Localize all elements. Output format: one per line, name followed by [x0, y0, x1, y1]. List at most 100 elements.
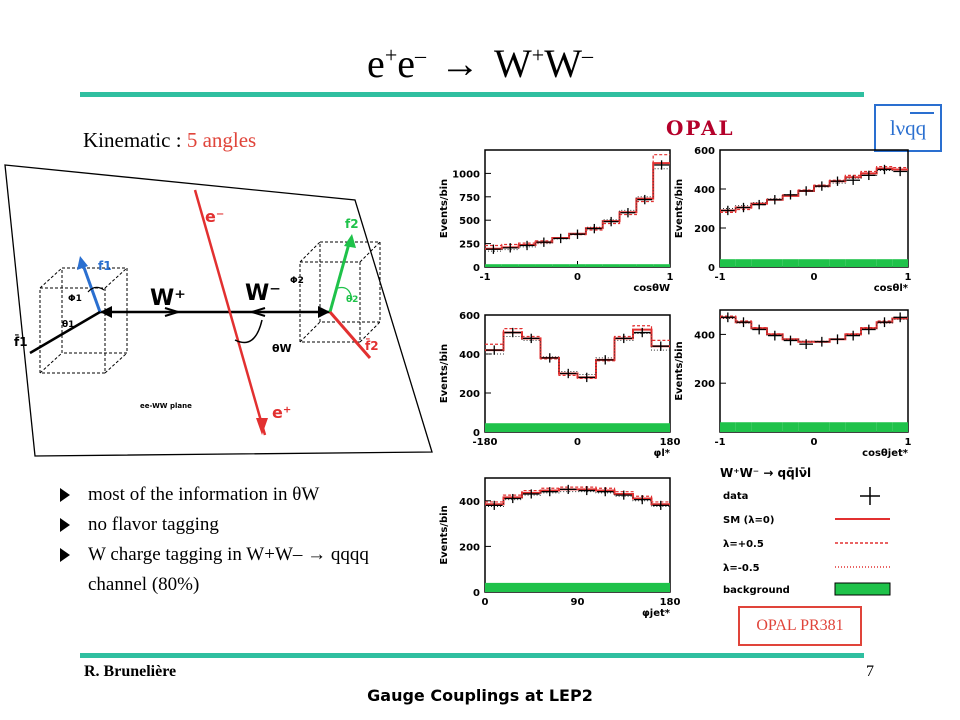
- x-tick-label: 0: [574, 437, 581, 448]
- background-bin: [651, 582, 670, 592]
- title-rule: [80, 92, 864, 97]
- background-bin: [651, 423, 670, 432]
- bullet-item: W charge tagging in W+W– → qqqq: [60, 540, 369, 570]
- y-axis-label: Events/bin: [439, 179, 450, 238]
- background-bin: [829, 422, 846, 432]
- histogram-series: [720, 169, 908, 209]
- background-bin: [485, 582, 504, 592]
- background-bin: [751, 259, 767, 267]
- background-bin: [845, 259, 861, 267]
- y-axis-label: Events/bin: [674, 341, 685, 400]
- f2-arrow: [328, 239, 352, 313]
- e-plus-label: e⁺: [272, 403, 291, 422]
- legend-label-data: data: [723, 491, 748, 502]
- background-bin: [559, 582, 578, 592]
- legend-label-background: background: [723, 585, 790, 596]
- background-bin: [633, 582, 652, 592]
- background-bin: [814, 422, 830, 432]
- background-bin: [861, 422, 877, 432]
- background-bin: [892, 422, 908, 432]
- legend-label-plus: λ=+0.5: [723, 539, 764, 550]
- background-bin: [619, 264, 637, 267]
- background-bin: [751, 422, 767, 432]
- f2-label: f2: [345, 217, 359, 231]
- background-bin: [569, 264, 586, 267]
- background-bin: [577, 582, 596, 592]
- legend-label-sm: SM (λ=0): [723, 515, 774, 526]
- x-tick-label: -1: [714, 272, 725, 283]
- background-bin: [540, 582, 559, 592]
- w-minus-label: W⁻: [245, 281, 281, 306]
- histogram-series: [720, 318, 908, 342]
- x-tick-label: 1: [667, 272, 674, 283]
- background-bin: [876, 422, 893, 432]
- theta1-arc: [87, 286, 105, 293]
- footer-rule: [80, 653, 864, 658]
- author: R. Brunelière: [84, 663, 177, 680]
- background-bin: [814, 259, 830, 267]
- background-bin: [735, 259, 752, 267]
- background-bin: [522, 582, 541, 592]
- x-tick-label: 180: [660, 597, 681, 608]
- f1bar-label: f̄1: [14, 334, 28, 349]
- background-bin: [767, 259, 783, 267]
- background-bin: [518, 264, 536, 267]
- y-tick-label: 200: [694, 224, 715, 235]
- y-tick-label: 200: [694, 379, 715, 390]
- plane-label: ee-WW plane: [140, 402, 192, 410]
- w-plus-direction-icon: [164, 307, 182, 317]
- page-number: 7: [866, 663, 874, 680]
- background-bin: [596, 423, 615, 432]
- bullet-item: no flavor tagging: [60, 510, 369, 540]
- f1-arrow: [80, 261, 102, 313]
- phi1-label: Φ1: [68, 294, 82, 304]
- histogram-series: [485, 325, 670, 379]
- background-bin: [782, 422, 799, 432]
- y-tick-label: 200: [459, 542, 480, 553]
- theta2-label: θ2: [346, 295, 358, 305]
- w-plus-label: W⁺: [150, 286, 186, 311]
- background-bin: [633, 423, 652, 432]
- background-bin: [636, 264, 654, 267]
- legend: W⁺W⁻ → qq̄lν̄l data SM (λ=0) λ=+0.5 λ=-0…: [720, 466, 891, 596]
- y-tick-label: 600: [694, 146, 715, 157]
- histogram-series: [720, 165, 908, 213]
- x-tick-label: 1: [905, 272, 912, 283]
- y-tick-label: 750: [459, 193, 480, 204]
- histogram-series: [485, 154, 670, 247]
- x-axis-label: cosθjet*: [862, 448, 909, 459]
- bullet-triangle-icon: [60, 518, 70, 532]
- x-tick-label: 180: [660, 437, 681, 448]
- histogram-series: [485, 333, 670, 375]
- background-bin: [540, 423, 559, 432]
- y-tick-label: 400: [459, 497, 480, 508]
- y-tick-label: 0: [473, 588, 480, 599]
- plot-frame: [484, 149, 671, 268]
- histogram-series: [485, 491, 670, 507]
- background-bin: [782, 259, 799, 267]
- histogram-series: [485, 168, 670, 252]
- x-axis-label: φl*: [654, 448, 671, 459]
- e-minus-label: e⁻: [205, 207, 224, 226]
- y-axis-label: Events/bin: [674, 179, 685, 238]
- x-tick-label: -180: [472, 437, 497, 448]
- background-bin: [798, 422, 814, 432]
- legend-title: W⁺W⁻ → qq̄lν̄l: [720, 466, 811, 480]
- background-bin: [485, 264, 502, 267]
- x-tick-label: 90: [571, 597, 585, 608]
- left-frame-box: [39, 267, 128, 374]
- background-bin: [501, 264, 519, 267]
- theta1-label: θ1: [62, 320, 74, 330]
- x-tick-label: -1: [479, 272, 490, 283]
- slide-title: e+e–→W+W–: [367, 41, 593, 86]
- background-bin: [720, 422, 736, 432]
- opal-label: OPAL: [666, 116, 735, 140]
- y-tick-label: 200: [459, 389, 480, 400]
- background-bin: [577, 423, 596, 432]
- f1-label: f1: [98, 259, 112, 273]
- background-bin: [535, 264, 553, 267]
- f2bar-label: f̄2: [365, 338, 379, 353]
